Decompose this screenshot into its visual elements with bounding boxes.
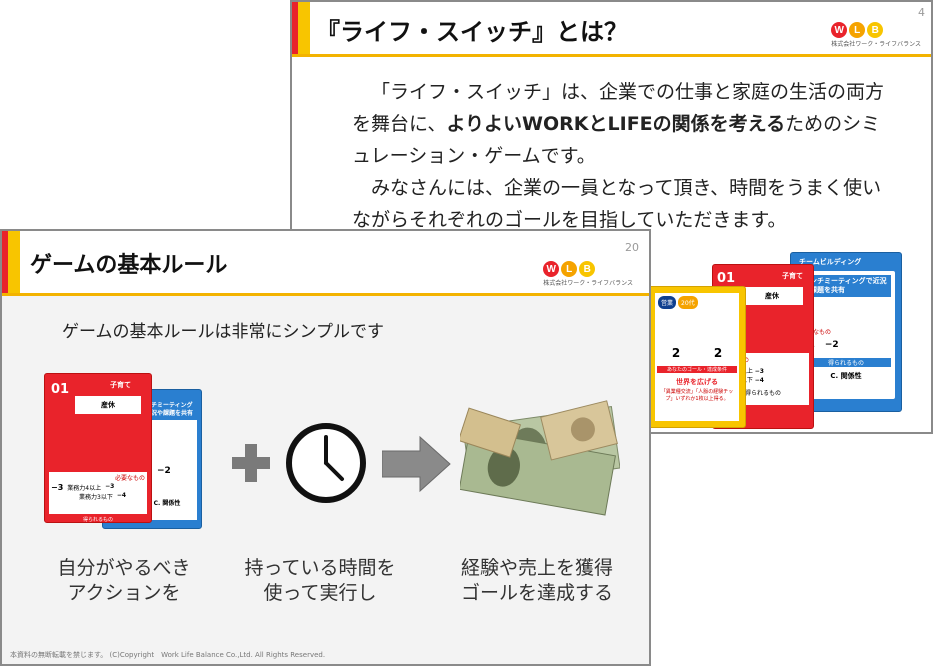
card-stat-2: 2 (713, 346, 723, 360)
card-tag: 子育て (110, 381, 131, 389)
logo-letter-b: B (867, 22, 884, 38)
card-tag: チームビルディング (799, 258, 862, 266)
card-profile-body: 営業 20代 2 2 あなたのゴール・達成条件 世界を広げる 「異業種交流」「人… (655, 293, 739, 421)
card-req-1-value: −3 (754, 368, 764, 375)
caption-goal-line-1: 経験や売上を獲得 (460, 557, 613, 579)
copyright-footer: 本資料の無断転載を禁じます。 (C)Copyright Work Life Ba… (10, 651, 326, 659)
back-slide-title: 『ライフ・スイッチ』とは？ (316, 18, 628, 46)
caption-goal: 経験や売上を獲得 ゴールを達成する (452, 556, 622, 606)
title-accent-red (292, 2, 298, 54)
front-slide-subtitle: ゲームの基本ルールは非常にシンプルです (62, 322, 384, 342)
card-left-value: −3 (51, 483, 64, 492)
caption-time: 持っている時間を 使って実行し (240, 556, 400, 606)
back-slide-title-band: 『ライフ・スイッチ』とは？ 4 W L B 株式会社ワーク・ライフバランス (292, 2, 931, 57)
plus-icon (232, 444, 270, 482)
wlb-logo: W L B 株式会社ワーク・ライフバランス (831, 22, 921, 48)
logo-letter-w: W (543, 261, 560, 277)
logo-letter-l: L (561, 261, 578, 277)
card-req: 必要なもの (801, 329, 832, 336)
card-title: ランチミーティングで近況や課題を共有 (801, 275, 891, 297)
card-requirements: 必要なもの −3 業務力4以上 −3 業務力3以下 −4 (49, 472, 147, 514)
title-accent-yellow (298, 2, 310, 54)
logo-text: 株式会社ワーク・ライフバランス (543, 280, 633, 287)
card-tag: 子育て (782, 272, 803, 280)
money-icon (460, 400, 620, 516)
card-teambuilding: ランチミーティングで近況や課題を共有 必要なもの −1 −2 得られるもの C.… (790, 252, 902, 412)
card-number: 01 (51, 382, 70, 397)
back-slide-body: 「ライフ・スイッチ」は、企業での仕事と家庭の生活の両方を舞台に、よりよいWORK… (352, 76, 892, 236)
para1-bold: よりよいWORKとLIFEの関係を考える (446, 113, 786, 135)
caption-goal-line-2: ゴールを達成する (460, 582, 613, 604)
card-profile: 営業 20代 2 2 あなたのゴール・達成条件 世界を広げる 「異業種交流」「人… (648, 286, 746, 428)
front-slide-page-number: 20 (625, 241, 639, 254)
caption-time-line-1: 持っている時間を (244, 557, 396, 579)
card-maternity: 01 子育て 産休 必要なもの −3 業務力4以上 −3 業務力3以下 −4 得… (44, 373, 152, 523)
card-title: 産休 (741, 287, 803, 305)
card-gain: 得られるもの (801, 358, 891, 367)
body-paragraph-1: 「ライフ・スイッチ」は、企業での仕事と家庭の生活の両方を舞台に、よりよいWORK… (352, 76, 892, 172)
card-gain: 得られるもの (82, 517, 113, 523)
clock-icon (286, 423, 366, 503)
caption-time-line-2: 使って実行し (263, 582, 377, 604)
card-req-2: 業務力3以下 (79, 494, 113, 501)
para1-pre: 「ライフ・スイッチ」は、企業での仕事と家庭の生活の両方を舞台に、 (352, 81, 885, 135)
card-req-2-value: −4 (116, 492, 127, 499)
card-body: ランチミーティングで近況や課題を共有 必要なもの −1 −2 得られるもの C.… (797, 271, 895, 399)
card-badge-age: 20代 (678, 296, 698, 309)
caption-action-line-1: 自分がやるべき (57, 557, 191, 579)
card-goal-head: あなたのゴール・達成条件 (657, 366, 737, 373)
card-badge: 営業 (658, 296, 677, 309)
card-title: ランチミーティングで近況や課題を共有 (137, 400, 197, 420)
card-result: C. 関係性 (153, 500, 181, 507)
title-accent-red (2, 231, 8, 293)
logo-letter-l: L (849, 22, 866, 38)
caption-action: 自分がやるべき アクションを (44, 556, 204, 606)
logo-letter-b: B (579, 261, 596, 277)
card-gain: 得られるもの (744, 390, 781, 397)
logo-letter-w: W (831, 22, 848, 38)
card-stat-1: 2 (671, 346, 681, 360)
logo-text: 株式会社ワーク・ライフバランス (831, 41, 921, 48)
card-goal: 世界を広げる (676, 378, 718, 386)
right-arrow-icon (382, 435, 451, 493)
card-value-2: −2 (824, 340, 839, 350)
wlb-logo: W L B 株式会社ワーク・ライフバランス (543, 261, 633, 287)
card-result: C. 関係性 (830, 372, 862, 380)
back-slide-page-number: 4 (918, 6, 925, 19)
caption-action-line-2: アクションを (67, 582, 181, 604)
para1-post: ためのシミュレーション・ゲームです。 (352, 113, 881, 167)
card-req-1-value: −3 (105, 483, 115, 490)
front-slide-title: ゲームの基本ルール (30, 253, 228, 278)
card-value: −2 (157, 466, 171, 476)
card-req-2-value: −4 (754, 377, 764, 384)
front-slide[interactable]: ゲームの基本ルール 20 W L B 株式会社ワーク・ライフバランス ゲームの基… (0, 229, 651, 666)
card-goal-sub: 「異業種交流」「人脈の経験チップ」いずれか1枚以上得る。 (660, 389, 734, 402)
title-accent-yellow (8, 231, 20, 293)
card-req-1: 業務力4以上 (67, 485, 102, 492)
body-paragraph-2: みなさんには、企業の一員となって頂き、時間をうまく使いながらそれぞれのゴールを目… (352, 177, 882, 231)
front-slide-title-band: ゲームの基本ルール 20 W L B 株式会社ワーク・ライフバランス (2, 231, 649, 296)
card-title: 産休 (75, 396, 141, 414)
card-number: 01 (717, 271, 736, 286)
card-req: 必要なもの (114, 475, 145, 482)
